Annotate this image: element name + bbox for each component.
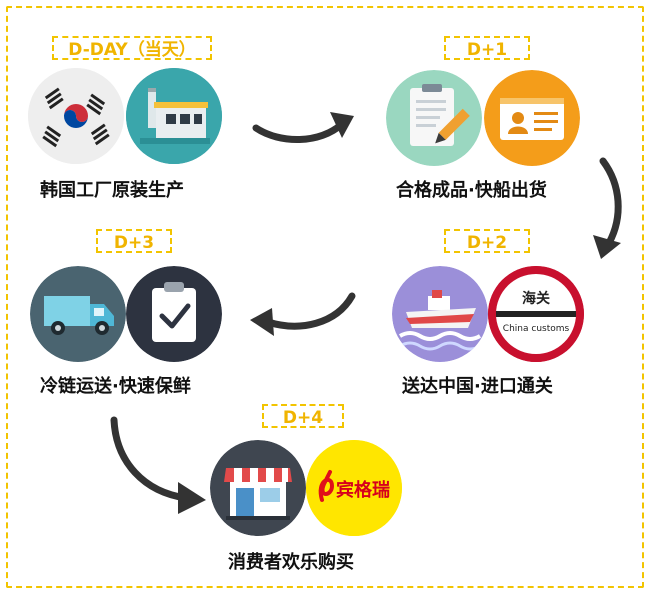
brand-logo: 宾格瑞 (306, 440, 402, 536)
korea-flag-icon (28, 68, 124, 164)
day-tag-d-plus-1: D+1 (444, 36, 530, 60)
arrow-left-icon (250, 292, 356, 336)
arrow-down-icon (593, 157, 622, 259)
caption-step-3: 送达中国·进口通关 (402, 376, 553, 397)
day-tag-d-day: D-DAY（当天） (52, 36, 212, 60)
brand-name: 宾格瑞 (336, 480, 390, 501)
caption-step-1: 韩国工厂原装生产 (40, 180, 184, 201)
delivery-truck-icon (30, 266, 126, 362)
day-tag-d-plus-2: D+2 (444, 229, 530, 253)
day-tag-d-plus-3: D+3 (96, 229, 172, 253)
dashed-frame (6, 6, 644, 588)
customs-cn-label: 海关 (522, 291, 550, 307)
arrow-down-right-icon (110, 416, 206, 514)
caption-step-2: 合格成品·快船出货 (396, 180, 547, 201)
factory-icon (126, 68, 222, 164)
clipboard-pen-icon (386, 70, 482, 166)
caption-step-4: 冷链运送·快速保鲜 (40, 376, 191, 397)
customs-en-label: China customs (502, 324, 570, 334)
day-tag-d-plus-4: D+4 (262, 404, 344, 428)
cargo-ship-icon (392, 266, 488, 362)
checklist-icon (126, 266, 222, 362)
arrow-right-icon (252, 112, 354, 143)
store-icon (210, 440, 306, 536)
caption-step-5: 消费者欢乐购买 (228, 552, 354, 573)
id-card-icon (484, 70, 580, 166)
customs-sign-icon: 海关 China customs (488, 266, 584, 362)
